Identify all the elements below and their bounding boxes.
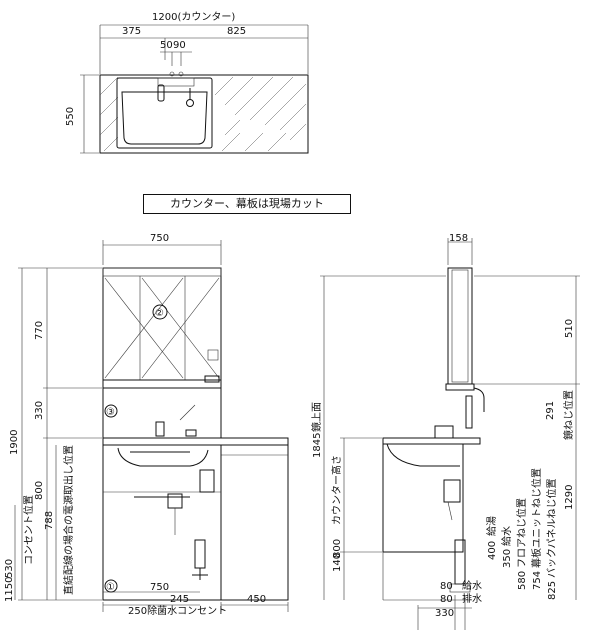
side-mirror-screw: 鏡ねじ位置 <box>562 390 575 440</box>
side-h140: 140 <box>332 553 343 572</box>
front-bottom-450: 450 <box>247 594 266 605</box>
side-supply: 給水 <box>462 579 482 592</box>
side-mirror-top-label: 鏡上面 <box>310 402 323 432</box>
plan-left-offset: 375 <box>122 26 141 37</box>
side-depth-top: 158 <box>449 233 468 244</box>
front-pipe-label: 直結配線の場合の電源取出し位置 <box>62 445 75 595</box>
front-top-width: 750 <box>150 233 169 244</box>
plan-right-offset: 825 <box>227 26 246 37</box>
plan-faucet-b: 90 <box>173 40 186 51</box>
side-h580: 580 <box>517 571 528 590</box>
side-d80a: 80 <box>440 581 453 592</box>
side-floor-unit-h: 1290 <box>564 485 575 510</box>
front-marker-2: ② <box>155 308 164 319</box>
side-d330: 330 <box>435 608 454 619</box>
side-floor-screw: フロアねじ位置 <box>515 498 528 568</box>
side-skirt-screw: 幕板ユニットねじ位置 <box>530 468 543 568</box>
side-d80b: 80 <box>440 594 453 605</box>
plan-depth: 550 <box>65 107 76 126</box>
side-hot: 給湯 <box>485 516 498 536</box>
side-h825: 825 <box>547 581 558 600</box>
front-h1150: 1150 <box>4 577 15 602</box>
front-h800: 800 <box>34 481 45 500</box>
front-marker-3: ③ <box>106 407 115 418</box>
side-drain: 排水 <box>462 592 482 605</box>
front-total-height: 1900 <box>9 430 20 455</box>
front-outlet-label: コンセント位置 <box>22 495 35 565</box>
site-cut-note: カウンター、幕板は現場カット <box>143 194 351 214</box>
side-h754: 754 <box>532 571 543 590</box>
side-cold: 給水 <box>500 526 513 546</box>
side-mirror-top: 1845 <box>312 433 323 458</box>
side-h350: 350 <box>502 549 513 568</box>
side-counter-label: カウンター高さ <box>330 455 343 525</box>
side-h400: 400 <box>487 541 498 560</box>
front-h530: 530 <box>4 559 15 578</box>
front-bottom-245: 245 <box>170 594 189 605</box>
front-h788: 788 <box>44 511 55 530</box>
front-mirror-height: 770 <box>34 321 45 340</box>
side-view: 158 1845 鏡上面 800 カウンター高さ 140 510 291 1 <box>310 233 580 630</box>
side-back-panel: 291 <box>545 401 556 420</box>
front-bottom-750: 750 <box>150 582 169 593</box>
side-back-screw: バックパネルねじ位置 <box>545 479 558 579</box>
plan-counter-width: 1200(カウンター) <box>152 11 235 23</box>
front-view: 750 ② ③ <box>4 233 289 617</box>
front-marker-1: ① <box>106 582 115 593</box>
plan-view: 1200(カウンター) 375 825 50 90 550 <box>65 11 309 154</box>
side-counter-h: 800 <box>332 539 343 558</box>
front-mid-height: 330 <box>34 401 45 420</box>
front-bottom-label: 250除菌水コンセント <box>128 604 227 617</box>
side-mirror-h: 510 <box>564 319 575 338</box>
plan-faucet-a: 50 <box>160 40 173 51</box>
